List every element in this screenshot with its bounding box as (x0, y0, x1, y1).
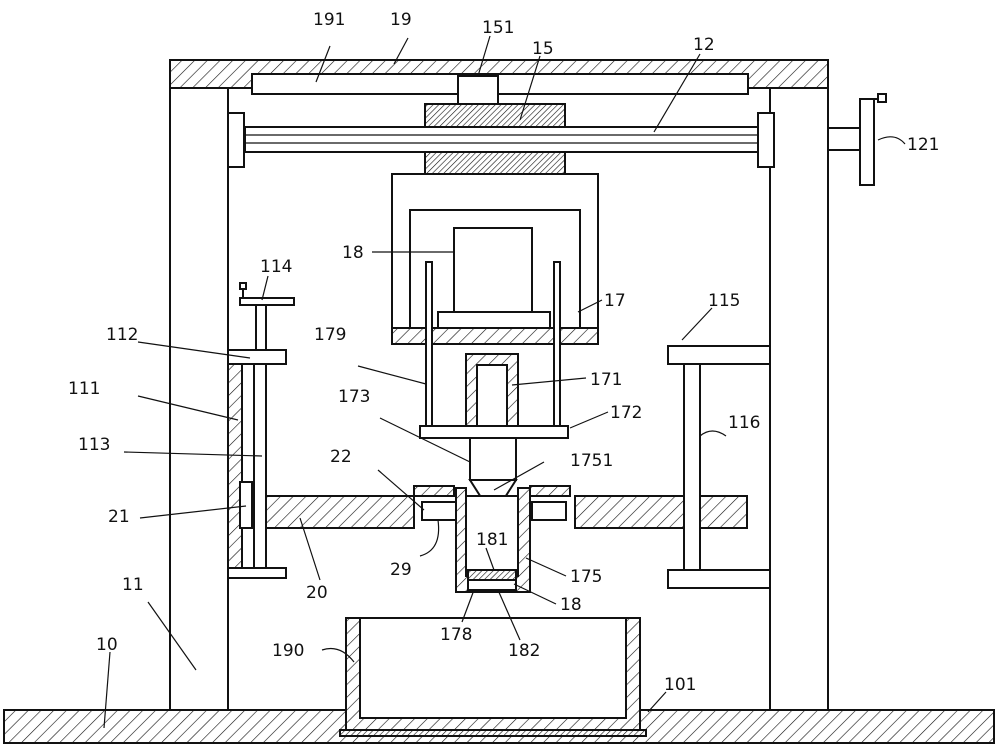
lift-handle (239, 297, 295, 306)
press-plate (419, 425, 569, 439)
filter-mesh (467, 569, 517, 581)
label-116: 116 (728, 413, 760, 433)
clamp-right (531, 501, 567, 521)
label-101: 101 (664, 675, 696, 695)
press-head (469, 437, 517, 481)
label-190: 190 (272, 641, 304, 661)
guide-rod-left (425, 261, 433, 427)
base-recess (339, 729, 647, 737)
right-bearing (757, 112, 775, 168)
work-table-right (574, 495, 748, 529)
label-151: 151 (482, 18, 514, 38)
label-175: 175 (570, 567, 602, 587)
label-179: 179 (314, 325, 346, 345)
label-1751: 1751 (570, 451, 613, 471)
label-113: 113 (78, 435, 110, 455)
right-support-post (683, 363, 701, 571)
label-10: 10 (96, 635, 118, 655)
clamp-left (421, 501, 457, 521)
lift-bottom-plate (227, 567, 287, 579)
label-178: 178 (440, 625, 472, 645)
right-column (769, 87, 829, 711)
label-21: 21 (108, 507, 130, 527)
lift-housing-left (227, 361, 243, 569)
screw-nut-lower (424, 151, 566, 176)
lift-rod (255, 303, 267, 351)
hand-wheel (859, 98, 875, 186)
label-121: 121 (907, 135, 939, 155)
label-112: 112 (106, 325, 138, 345)
label-22: 22 (330, 447, 352, 467)
hand-wheel-shaft (827, 127, 862, 151)
slider-21 (239, 481, 253, 529)
lead-screw (244, 126, 760, 153)
label-12: 12 (693, 35, 715, 55)
label-115: 115 (708, 291, 740, 311)
label-11: 11 (122, 575, 144, 595)
label-29: 29 (390, 560, 412, 580)
housing-bottom-plate (391, 327, 599, 345)
label-20: 20 (306, 583, 328, 603)
label-19: 19 (390, 10, 412, 30)
left-bearing (227, 112, 245, 168)
label-182: 182 (508, 641, 540, 661)
left-column (169, 87, 229, 711)
label-17: 17 (604, 291, 626, 311)
label-191: 191 (313, 10, 345, 30)
label-18-filter: 18 (560, 595, 582, 615)
lift-top-plate (227, 349, 287, 365)
right-support-bottom (667, 569, 771, 589)
guide-rod-right (553, 261, 561, 427)
screw-nut-upper (424, 103, 566, 128)
label-172: 172 (610, 403, 642, 423)
label-15: 15 (532, 39, 554, 59)
slider-block (457, 75, 499, 105)
label-114: 114 (260, 257, 292, 277)
label-173: 173 (338, 387, 370, 407)
label-171: 171 (590, 370, 622, 390)
motor (453, 227, 533, 313)
guide-rail (251, 73, 749, 95)
right-support-top (667, 345, 771, 365)
label-18-motor: 18 (342, 243, 364, 263)
label-181: 181 (476, 530, 508, 550)
label-111: 111 (68, 379, 100, 399)
